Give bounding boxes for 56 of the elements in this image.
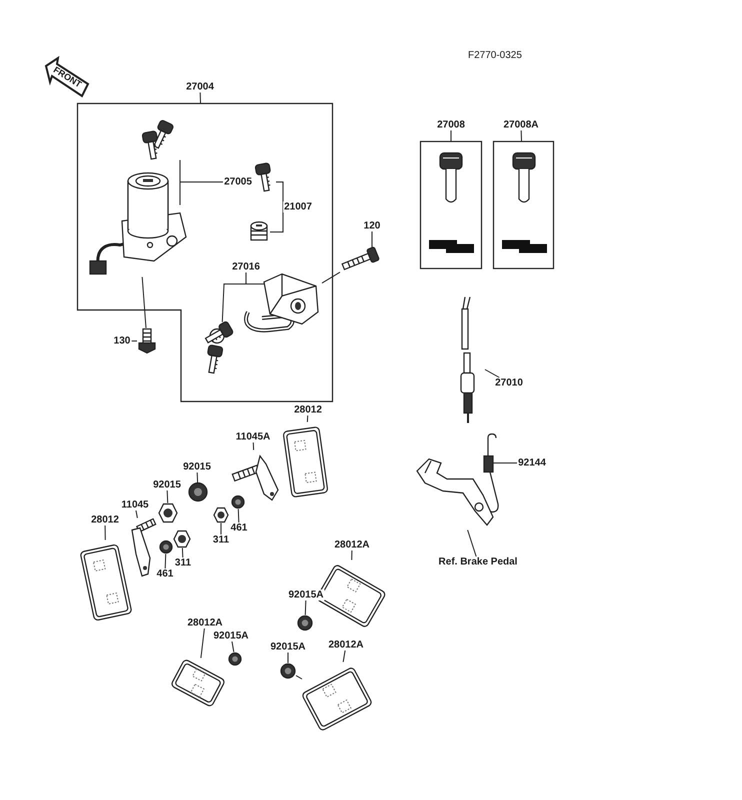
part-number: 120 — [362, 220, 382, 232]
leader-line — [220, 522, 222, 535]
part-number: 28012A — [186, 618, 224, 628]
part-number: 27010 — [494, 378, 524, 388]
part-number: 92015A — [269, 642, 307, 652]
leader-line — [232, 641, 234, 652]
leader-line — [304, 600, 306, 616]
leader-line — [492, 462, 518, 464]
part-number: 27016 — [231, 262, 261, 272]
leader-line — [130, 340, 138, 342]
leader-line — [450, 130, 452, 142]
part-number: 27008A — [502, 120, 540, 130]
part-number: 92015A — [212, 630, 250, 642]
part-number: 27004 — [185, 82, 215, 92]
part-number: 28012A — [333, 540, 371, 550]
part-number: 92015A — [287, 590, 325, 600]
leader-line — [252, 442, 254, 450]
part-number: 461 — [156, 568, 174, 580]
part-number: 11045 — [120, 500, 150, 510]
leader-line — [104, 525, 106, 540]
part-number: 27005 — [223, 176, 253, 188]
part-number: 461 — [230, 522, 248, 534]
leader-line — [484, 369, 500, 378]
part-number: 92144 — [517, 458, 547, 468]
leader-line — [467, 530, 477, 557]
leader-line — [238, 508, 240, 523]
drawing-code: F2770-0325 — [468, 50, 522, 61]
part-number: 92015 — [152, 480, 182, 490]
part-number: 28012A — [327, 640, 365, 650]
part-number: 92015 — [182, 462, 212, 472]
assembly-line — [142, 276, 146, 328]
leader-line — [196, 472, 198, 484]
part-number: 27008 — [436, 120, 466, 130]
leader-line — [200, 92, 201, 104]
leader-line — [136, 510, 138, 518]
part-number: 21007 — [283, 202, 313, 212]
part-number: 11045A — [234, 432, 272, 442]
leader-line — [166, 490, 168, 504]
leader-line — [351, 550, 352, 560]
reference-label: Ref. Brake Pedal — [438, 556, 518, 568]
leader-line — [306, 415, 308, 422]
part-number: 28012 — [90, 514, 120, 526]
leader-line — [342, 650, 346, 662]
assembly-line — [296, 675, 302, 680]
part-number: 130 — [112, 336, 132, 346]
part-number: 28012 — [293, 404, 323, 416]
part-number: 311 — [174, 558, 192, 568]
assembly-line — [322, 272, 340, 284]
leader-line — [276, 182, 284, 208]
part-number: 311 — [212, 534, 230, 546]
leader-line — [182, 548, 184, 558]
leader-line — [180, 182, 224, 206]
leader-line — [520, 130, 522, 142]
leader-line — [200, 628, 205, 658]
leader-line — [164, 554, 166, 569]
leader-line — [270, 206, 284, 232]
